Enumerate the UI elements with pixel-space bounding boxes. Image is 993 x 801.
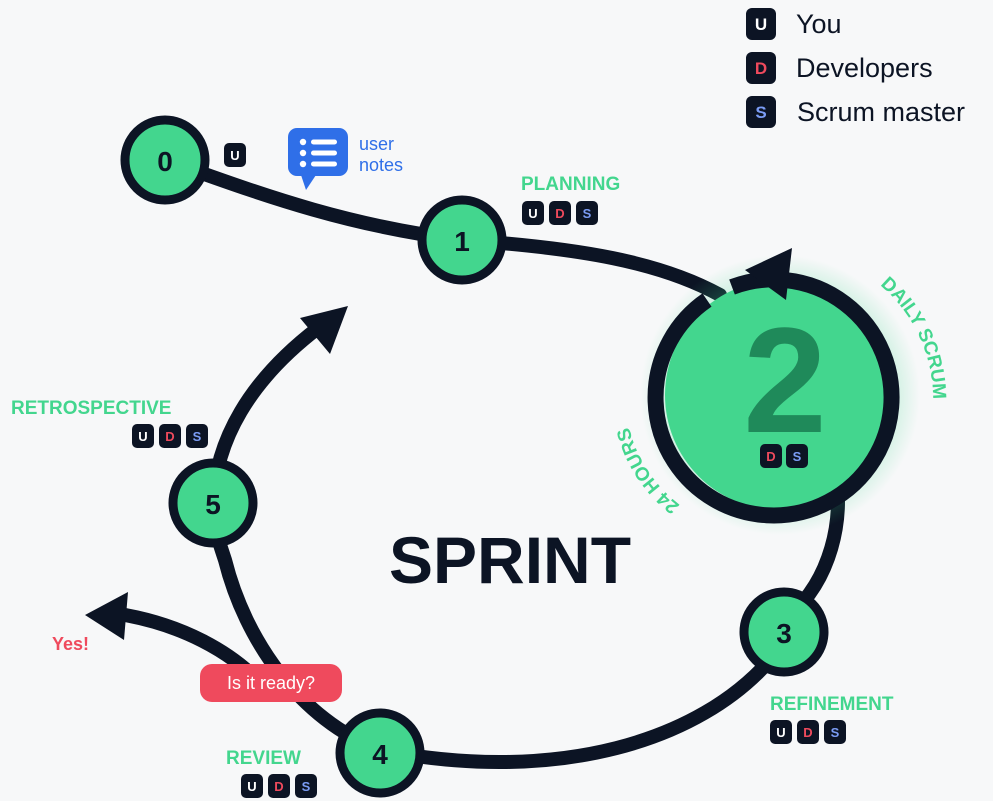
svg-text:D: D (766, 449, 775, 464)
svg-text:S: S (302, 779, 311, 794)
svg-text:D: D (555, 206, 564, 221)
svg-text:S: S (583, 206, 592, 221)
svg-text:D: D (165, 429, 174, 444)
legend-badge-developers: D (755, 59, 767, 78)
svg-text:U: U (138, 429, 147, 444)
svg-text:D: D (274, 779, 283, 794)
arrowhead-yes-icon (85, 592, 128, 640)
svg-text:S: S (193, 429, 202, 444)
node-4-number: 4 (372, 739, 388, 770)
user-notes-icon (288, 128, 348, 190)
legend: U You D Developers S Scrum master (746, 8, 965, 128)
svg-text:S: S (831, 725, 840, 740)
node-0-circle (120, 115, 210, 205)
svg-text:U: U (528, 206, 537, 221)
legend-label-scrum-master: Scrum master (797, 97, 965, 127)
arrowhead-back-icon (300, 306, 348, 354)
user-notes-line1: user (359, 134, 394, 154)
node-4-circle (335, 708, 425, 798)
loop-arrowhead-icon (745, 248, 792, 300)
flow-path-3-4 (373, 653, 777, 770)
refinement-label: REFINEMENT (770, 694, 894, 715)
svg-text:U: U (776, 725, 785, 740)
flow-path-4-5 (205, 498, 387, 757)
review-label: REVIEW (226, 748, 301, 769)
legend-item-you: U You (746, 8, 842, 40)
legend-label-developers: Developers (796, 53, 933, 83)
legend-badge-scrum-master: S (755, 103, 766, 122)
planning-label: PLANNING (521, 174, 620, 195)
node-0-number: 0 (157, 146, 173, 177)
node-2-circle (665, 280, 895, 510)
is-it-ready-text: Is it ready? (227, 673, 315, 693)
retrospective-label: RETROSPECTIVE (11, 398, 171, 419)
legend-badge-you: U (755, 15, 767, 34)
node-5-circle (168, 458, 258, 548)
daily-scrum-loop-ring (647, 271, 900, 524)
retrospective-roles: U D S (132, 424, 208, 448)
node-2-roles: D S (760, 444, 808, 468)
node-5-number: 5 (205, 489, 221, 520)
node-1-number: 1 (454, 226, 470, 257)
node-1-circle (417, 195, 507, 285)
planning-roles: U D S (522, 201, 598, 225)
is-it-ready-pill (200, 664, 342, 702)
user-notes-line2: notes (359, 155, 403, 175)
svg-text:S: S (793, 449, 802, 464)
node-0-roles: U (224, 143, 246, 167)
node-3-circle (739, 587, 829, 677)
yes-label: Yes! (52, 634, 89, 654)
sprint-title: SPRINT (389, 523, 631, 597)
legend-item-developers: D Developers (746, 52, 933, 84)
node-2-number: 2 (743, 296, 826, 464)
legend-label-you: You (796, 9, 842, 39)
refinement-roles: U D S (770, 720, 846, 744)
svg-text:U: U (230, 148, 239, 163)
svg-text:U: U (247, 779, 256, 794)
review-roles: U D S (241, 774, 317, 798)
node-3-number: 3 (776, 618, 792, 649)
svg-text:D: D (803, 725, 812, 740)
legend-item-scrum-master: S Scrum master (746, 96, 965, 128)
